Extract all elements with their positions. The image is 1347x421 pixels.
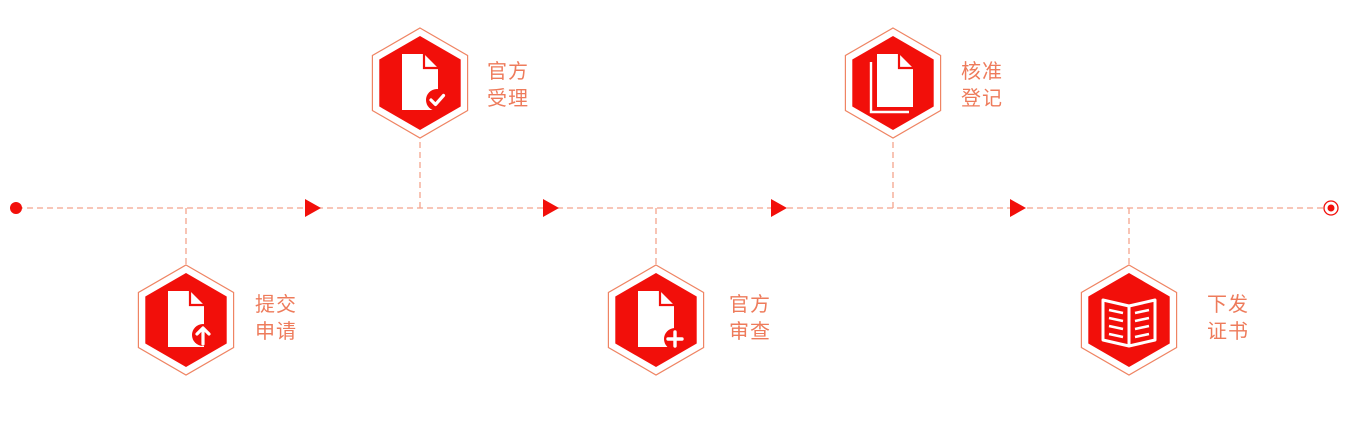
step-node-submit <box>137 264 235 376</box>
step-node-approve <box>844 27 942 139</box>
step-node-issue <box>1080 264 1178 376</box>
flow-arrow <box>543 199 559 217</box>
end-target <box>1323 200 1339 216</box>
step-label-accept: 官方 受理 <box>487 58 529 112</box>
file-plus-icon <box>638 291 686 350</box>
step-label-submit: 提交 申请 <box>255 291 297 345</box>
flow-arrow <box>305 199 321 217</box>
step-label-line1: 核准 <box>961 59 1003 83</box>
step-label-line1: 下发 <box>1207 292 1249 316</box>
step-label-line2: 受理 <box>487 86 529 110</box>
flow-arrow <box>771 199 787 217</box>
file-check-icon <box>402 54 448 111</box>
file-upload-icon <box>168 291 214 347</box>
step-node-review <box>607 264 705 376</box>
open-book-icon <box>1101 298 1157 348</box>
step-label-review: 官方 审查 <box>729 291 771 345</box>
documents-stack-icon <box>869 54 913 114</box>
start-dot <box>10 202 22 214</box>
flow-arrow <box>1010 199 1026 217</box>
step-label-line1: 提交 <box>255 292 297 316</box>
step-node-accept <box>371 27 469 139</box>
step-label-line2: 审查 <box>729 319 771 343</box>
step-label-line2: 登记 <box>961 86 1003 110</box>
step-label-approve: 核准 登记 <box>961 58 1003 112</box>
step-label-line2: 证书 <box>1207 319 1249 343</box>
step-label-line2: 申请 <box>255 319 297 343</box>
step-label-issue: 下发 证书 <box>1207 291 1249 345</box>
step-label-line1: 官方 <box>729 292 771 316</box>
step-label-line1: 官方 <box>487 59 529 83</box>
